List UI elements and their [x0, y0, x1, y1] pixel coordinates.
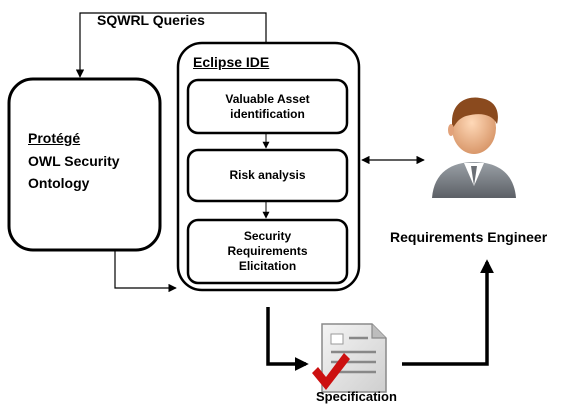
sqwrl-queries-label: SQWRL Queries — [97, 12, 205, 28]
ontology-label: Ontology — [28, 175, 90, 191]
requirements-engineer-label: Requirements Engineer — [390, 229, 548, 245]
checkmark-icon — [312, 353, 350, 390]
risk-analysis-text: Risk analysis — [188, 150, 347, 201]
owl-security-label: OWL Security — [28, 153, 120, 169]
security-line2: Requirements — [227, 244, 308, 258]
valuable-asset-line1: Valuable Asset — [225, 91, 310, 106]
specification-label: Specification — [316, 389, 397, 404]
valuable-asset-text: Valuable Asset identification — [188, 80, 347, 133]
protege-box — [7, 77, 162, 252]
protege-label: Protégé — [28, 130, 81, 146]
security-line3: Elicitation — [238, 259, 297, 273]
security-line1: Security — [243, 229, 292, 243]
eclipse-ide-label: Eclipse IDE — [193, 54, 270, 70]
arrow-eclipse-to-specification — [266, 307, 309, 371]
risk-analysis-label: Risk analysis — [229, 168, 306, 182]
valuable-asset-line2: identification — [230, 106, 305, 121]
valuable-asset-box — [186, 78, 349, 135]
risk-analysis-box — [186, 148, 349, 203]
security-requirements-box — [186, 218, 349, 285]
arrow-sqwrl-queries — [75, 12, 267, 78]
person-icon — [432, 97, 516, 198]
arrow-protege-to-eclipse — [114, 250, 177, 293]
security-requirements-text: Security Requirements Elicitation — [188, 220, 347, 283]
arrow-specification-to-engineer — [402, 259, 494, 366]
